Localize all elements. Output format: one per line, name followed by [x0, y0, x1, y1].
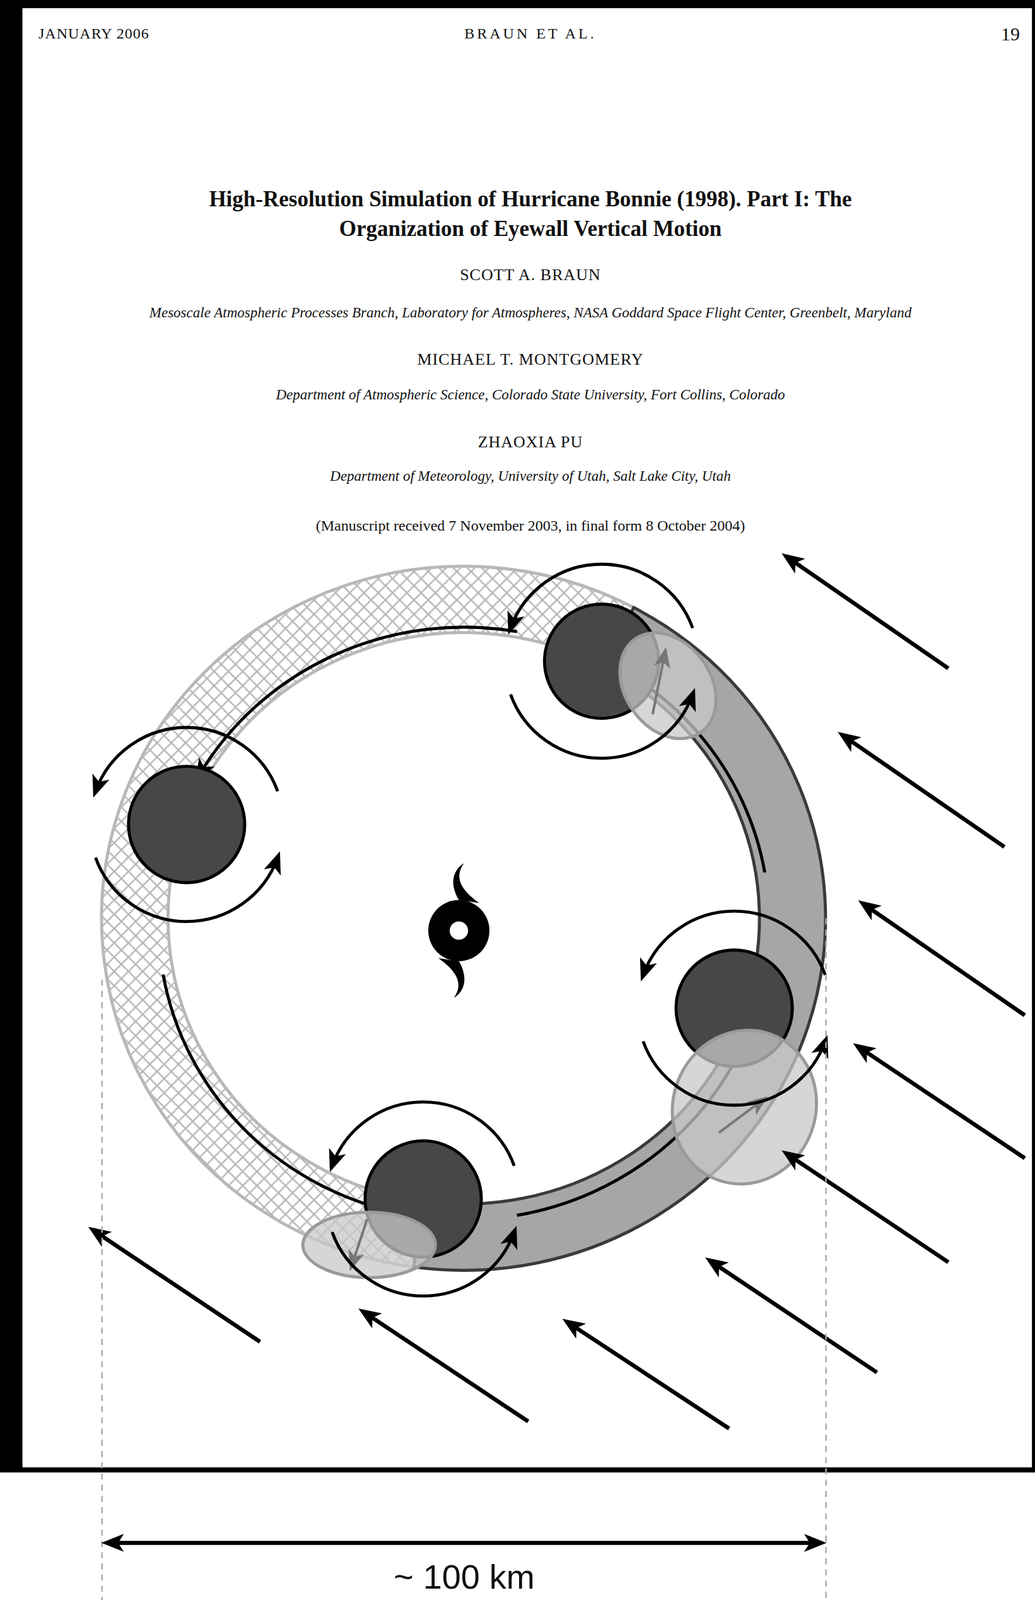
paper-title: High-Resolution Simulation of Hurricane … — [208, 184, 853, 245]
affiliation: Department of Atmospheric Science, Color… — [275, 385, 785, 405]
author-name: SCOTT A. BRAUN — [459, 264, 602, 286]
scale-label: ~ 100 km — [393, 1554, 535, 1599]
journal-date: JANUARY 2006 — [38, 23, 150, 44]
hurricane-symbol — [428, 862, 490, 998]
page-frame — [0, 0, 1035, 1473]
running-head: BRAUN ET AL. — [464, 23, 597, 44]
scale-bar — [102, 918, 827, 1600]
wind-arrows — [93, 556, 1025, 1428]
updraft-ellipses — [302, 614, 838, 1278]
circulation-arcs — [95, 563, 825, 1296]
affiliation: Department of Meteorology, University of… — [329, 466, 731, 486]
manuscript-dates: (Manuscript received 7 November 2003, in… — [315, 515, 745, 536]
updraft-arrows — [351, 652, 764, 1265]
author-name: MICHAEL T. MONTGOMERY — [416, 348, 644, 371]
author-name: ZHAOXIA PU — [478, 431, 584, 453]
page-number: 19 — [1000, 21, 1020, 47]
affiliation: Mesoscale Atmospheric Processes Branch, … — [149, 303, 912, 323]
